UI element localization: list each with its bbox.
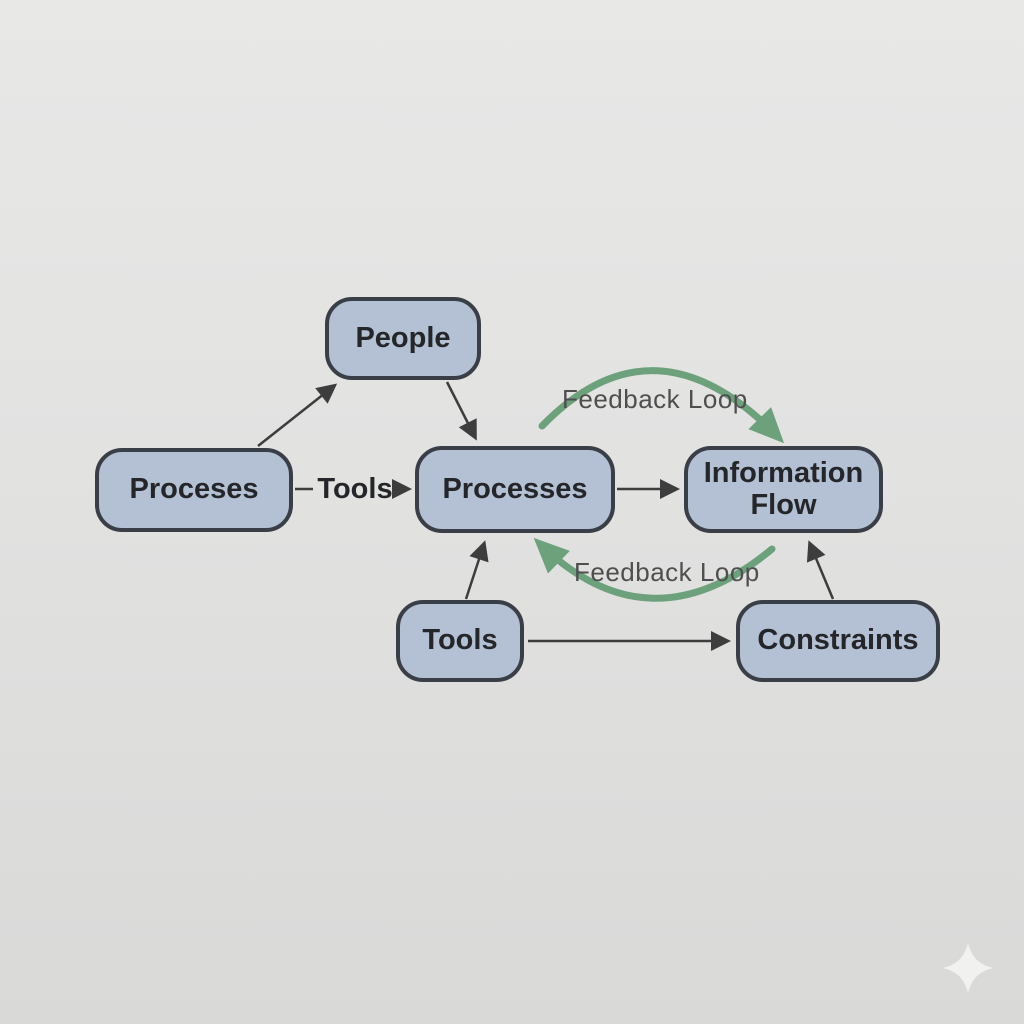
node-people-label: People [355, 321, 451, 354]
node-tools: Tools [396, 600, 524, 682]
edge-proceses-to-people [257, 383, 338, 447]
sparkle-icon [942, 942, 994, 994]
edge-constraints-to-information-flow [806, 540, 835, 600]
feedback-loop-top-label: Feedback Loop [562, 384, 748, 414]
node-processes-center-label: Processes [442, 472, 588, 505]
edge-people-to-processes [445, 381, 477, 441]
feedback-arc-top [538, 367, 785, 444]
edge-tools-to-processes [464, 540, 489, 600]
node-people: People [325, 297, 481, 380]
node-proceses-left: Proceses [95, 448, 293, 532]
feedback-arc-bottom [533, 537, 776, 602]
node-constraints: Constraints [736, 600, 940, 682]
edge-label-tools: Tools [317, 473, 393, 505]
node-proceses-left-label: Proceses [129, 473, 259, 506]
node-information-flow: Information Flow [684, 446, 883, 533]
node-constraints-label: Constraints [757, 624, 919, 657]
node-information-flow-label: Information Flow [703, 457, 864, 521]
feedback-loop-bottom-label: Feedback Loop [574, 557, 760, 587]
node-processes-center: Processes [415, 446, 615, 533]
node-tools-label: Tools [422, 624, 498, 657]
